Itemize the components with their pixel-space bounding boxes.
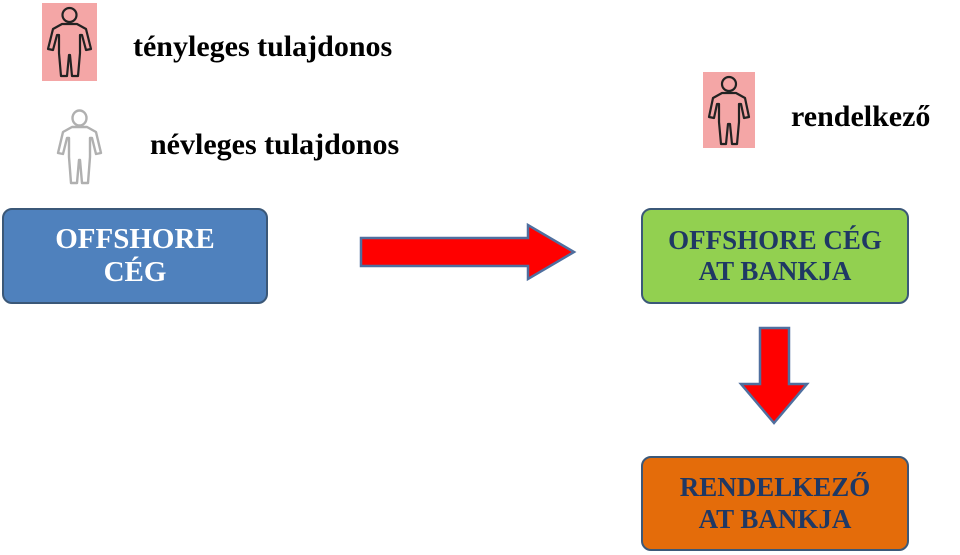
offshore-company-box: OFFSHORE CÉG <box>2 208 268 304</box>
person-icon-authorized <box>703 72 755 148</box>
offshore-company-line2: CÉG <box>103 256 167 288</box>
offshore-bank-line2: AT BANKJA <box>698 256 852 286</box>
person-icon-actual-owner <box>42 3 97 81</box>
nominal-owner-label: névleges tulajdonos <box>150 128 400 161</box>
actual-owner-label: tényleges tulajdonos <box>133 30 393 63</box>
authorized-label: rendelkező <box>791 100 931 133</box>
offshore-bank-box: OFFSHORE CÉG AT BANKJA <box>641 208 909 304</box>
down-arrow <box>738 326 810 426</box>
person-icon-nominal-owner <box>53 107 106 187</box>
authorized-bank-line2: AT BANKJA <box>698 503 852 534</box>
right-arrow <box>358 222 580 282</box>
authorized-bank-line1: RENDELKEZŐ <box>679 472 871 503</box>
offshore-company-line1: OFFSHORE <box>55 222 215 255</box>
offshore-bank-line1: OFFSHORE CÉG <box>668 224 882 255</box>
authorized-bank-box: RENDELKEZŐ AT BANKJA <box>641 456 909 551</box>
